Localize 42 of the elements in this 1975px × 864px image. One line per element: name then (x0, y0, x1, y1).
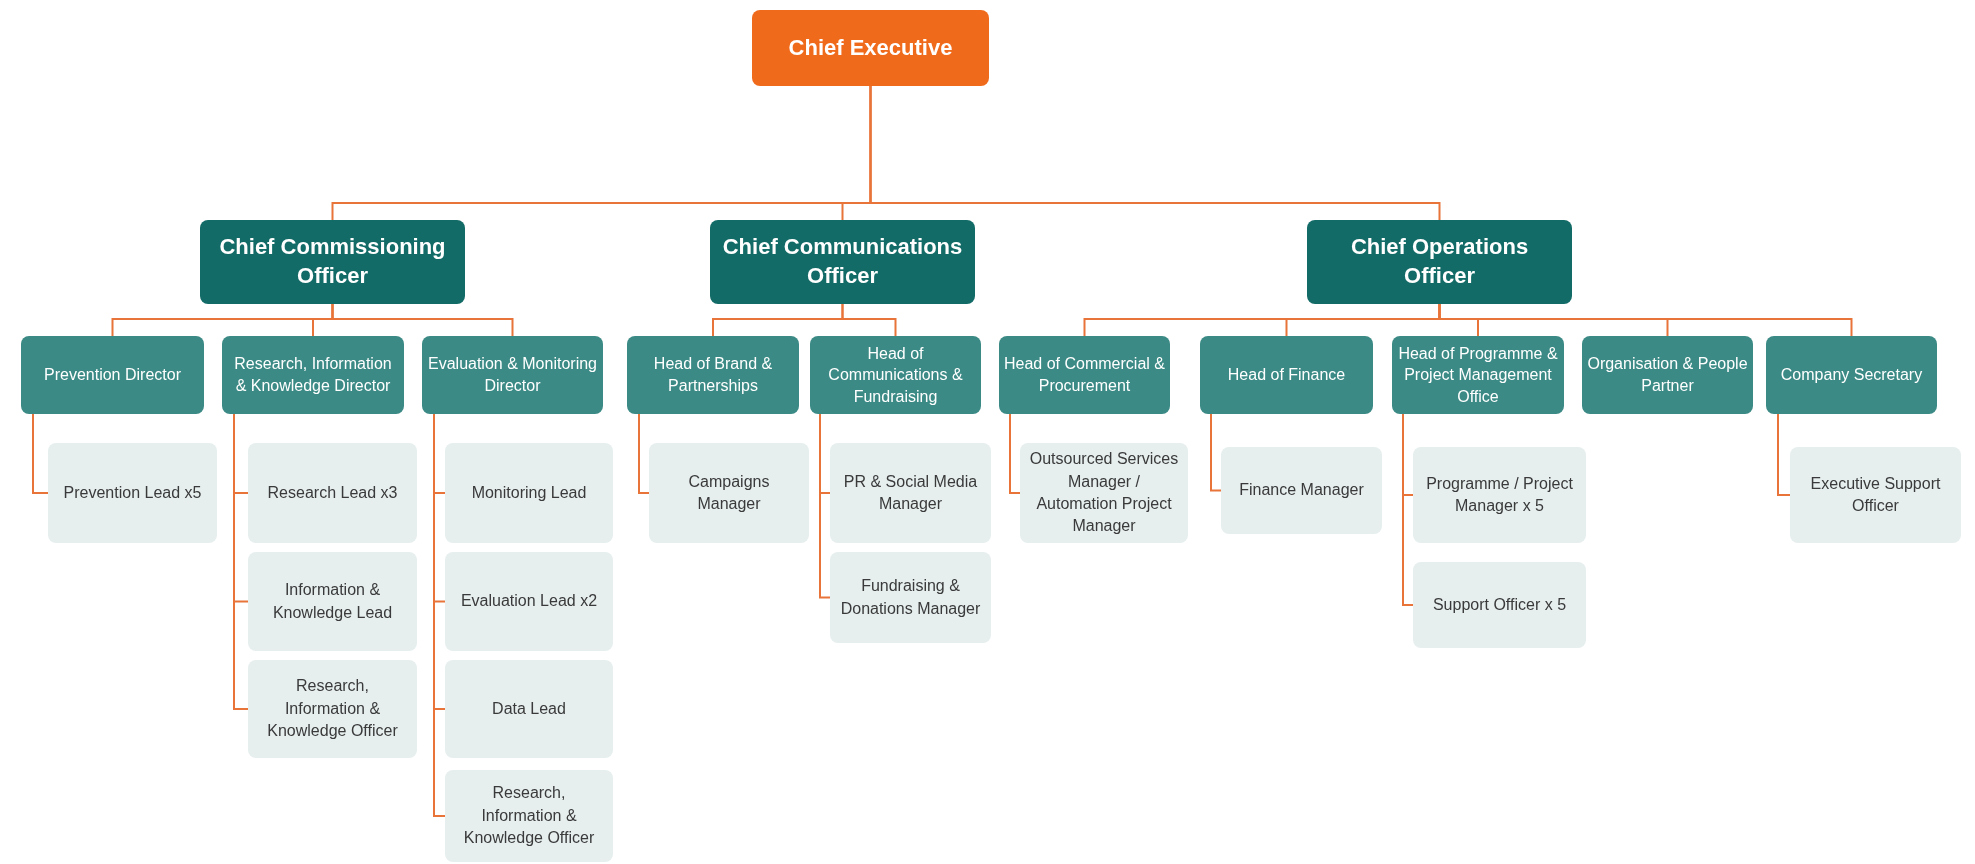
department-box: Head of Brand & Partnerships (627, 336, 799, 414)
department-box: Head of Communications & Fundraising (810, 336, 981, 414)
connector-line (1402, 413, 1414, 606)
role-box: Research Lead x3 (248, 443, 417, 543)
role-box: PR & Social Media Manager (830, 443, 991, 543)
department-box: Research, Information & Knowledge Director (222, 336, 404, 414)
role-box: Research, Information & Knowledge Officer (445, 770, 613, 862)
connector-line (1438, 303, 1853, 337)
connector-line (1777, 413, 1791, 496)
department-box: Head of Finance (1200, 336, 1373, 414)
department-box: Company Secretary (1766, 336, 1937, 414)
role-box: Data Lead (445, 660, 613, 758)
department-box: Organisation & People Partner (1582, 336, 1753, 414)
executive-box: Chief Executive (752, 10, 989, 86)
officer-box: Chief Communications Officer (710, 220, 975, 304)
connector-line (1009, 413, 1021, 494)
role-box: Outsourced Services Manager / Automation Project Manager (1020, 443, 1188, 543)
department-box: Head of Commercial & Procurement (999, 336, 1170, 414)
role-box: Evaluation Lead x2 (445, 552, 613, 651)
connector-line (32, 413, 49, 494)
connector-line (331, 303, 514, 337)
connector-line (841, 303, 897, 337)
role-box: Programme / Project Manager x 5 (1413, 447, 1586, 543)
officer-box: Chief Operations Officer (1307, 220, 1572, 304)
officer-box: Chief Commissioning Officer (200, 220, 465, 304)
role-box: Fundraising & Donations Manager (830, 552, 991, 643)
connector-line (638, 413, 650, 494)
role-box: Support Officer x 5 (1413, 562, 1586, 648)
role-box: Information & Knowledge Lead (248, 552, 417, 651)
connector-line (869, 85, 1441, 221)
role-box: Executive Support Officer (1790, 447, 1961, 543)
department-box: Head of Programme & Project Management Office (1392, 336, 1564, 414)
role-box: Prevention Lead x5 (48, 443, 217, 543)
connector-line (233, 413, 249, 710)
connector-line (819, 413, 831, 599)
department-box: Prevention Director (21, 336, 204, 414)
department-box: Evaluation & Monitoring Director (422, 336, 603, 414)
role-box: Monitoring Lead (445, 443, 613, 543)
role-box: Finance Manager (1221, 447, 1382, 534)
connector-line (1210, 413, 1222, 492)
role-box: Research, Information & Knowledge Officer (248, 660, 417, 758)
role-box: Campaigns Manager (649, 443, 809, 543)
